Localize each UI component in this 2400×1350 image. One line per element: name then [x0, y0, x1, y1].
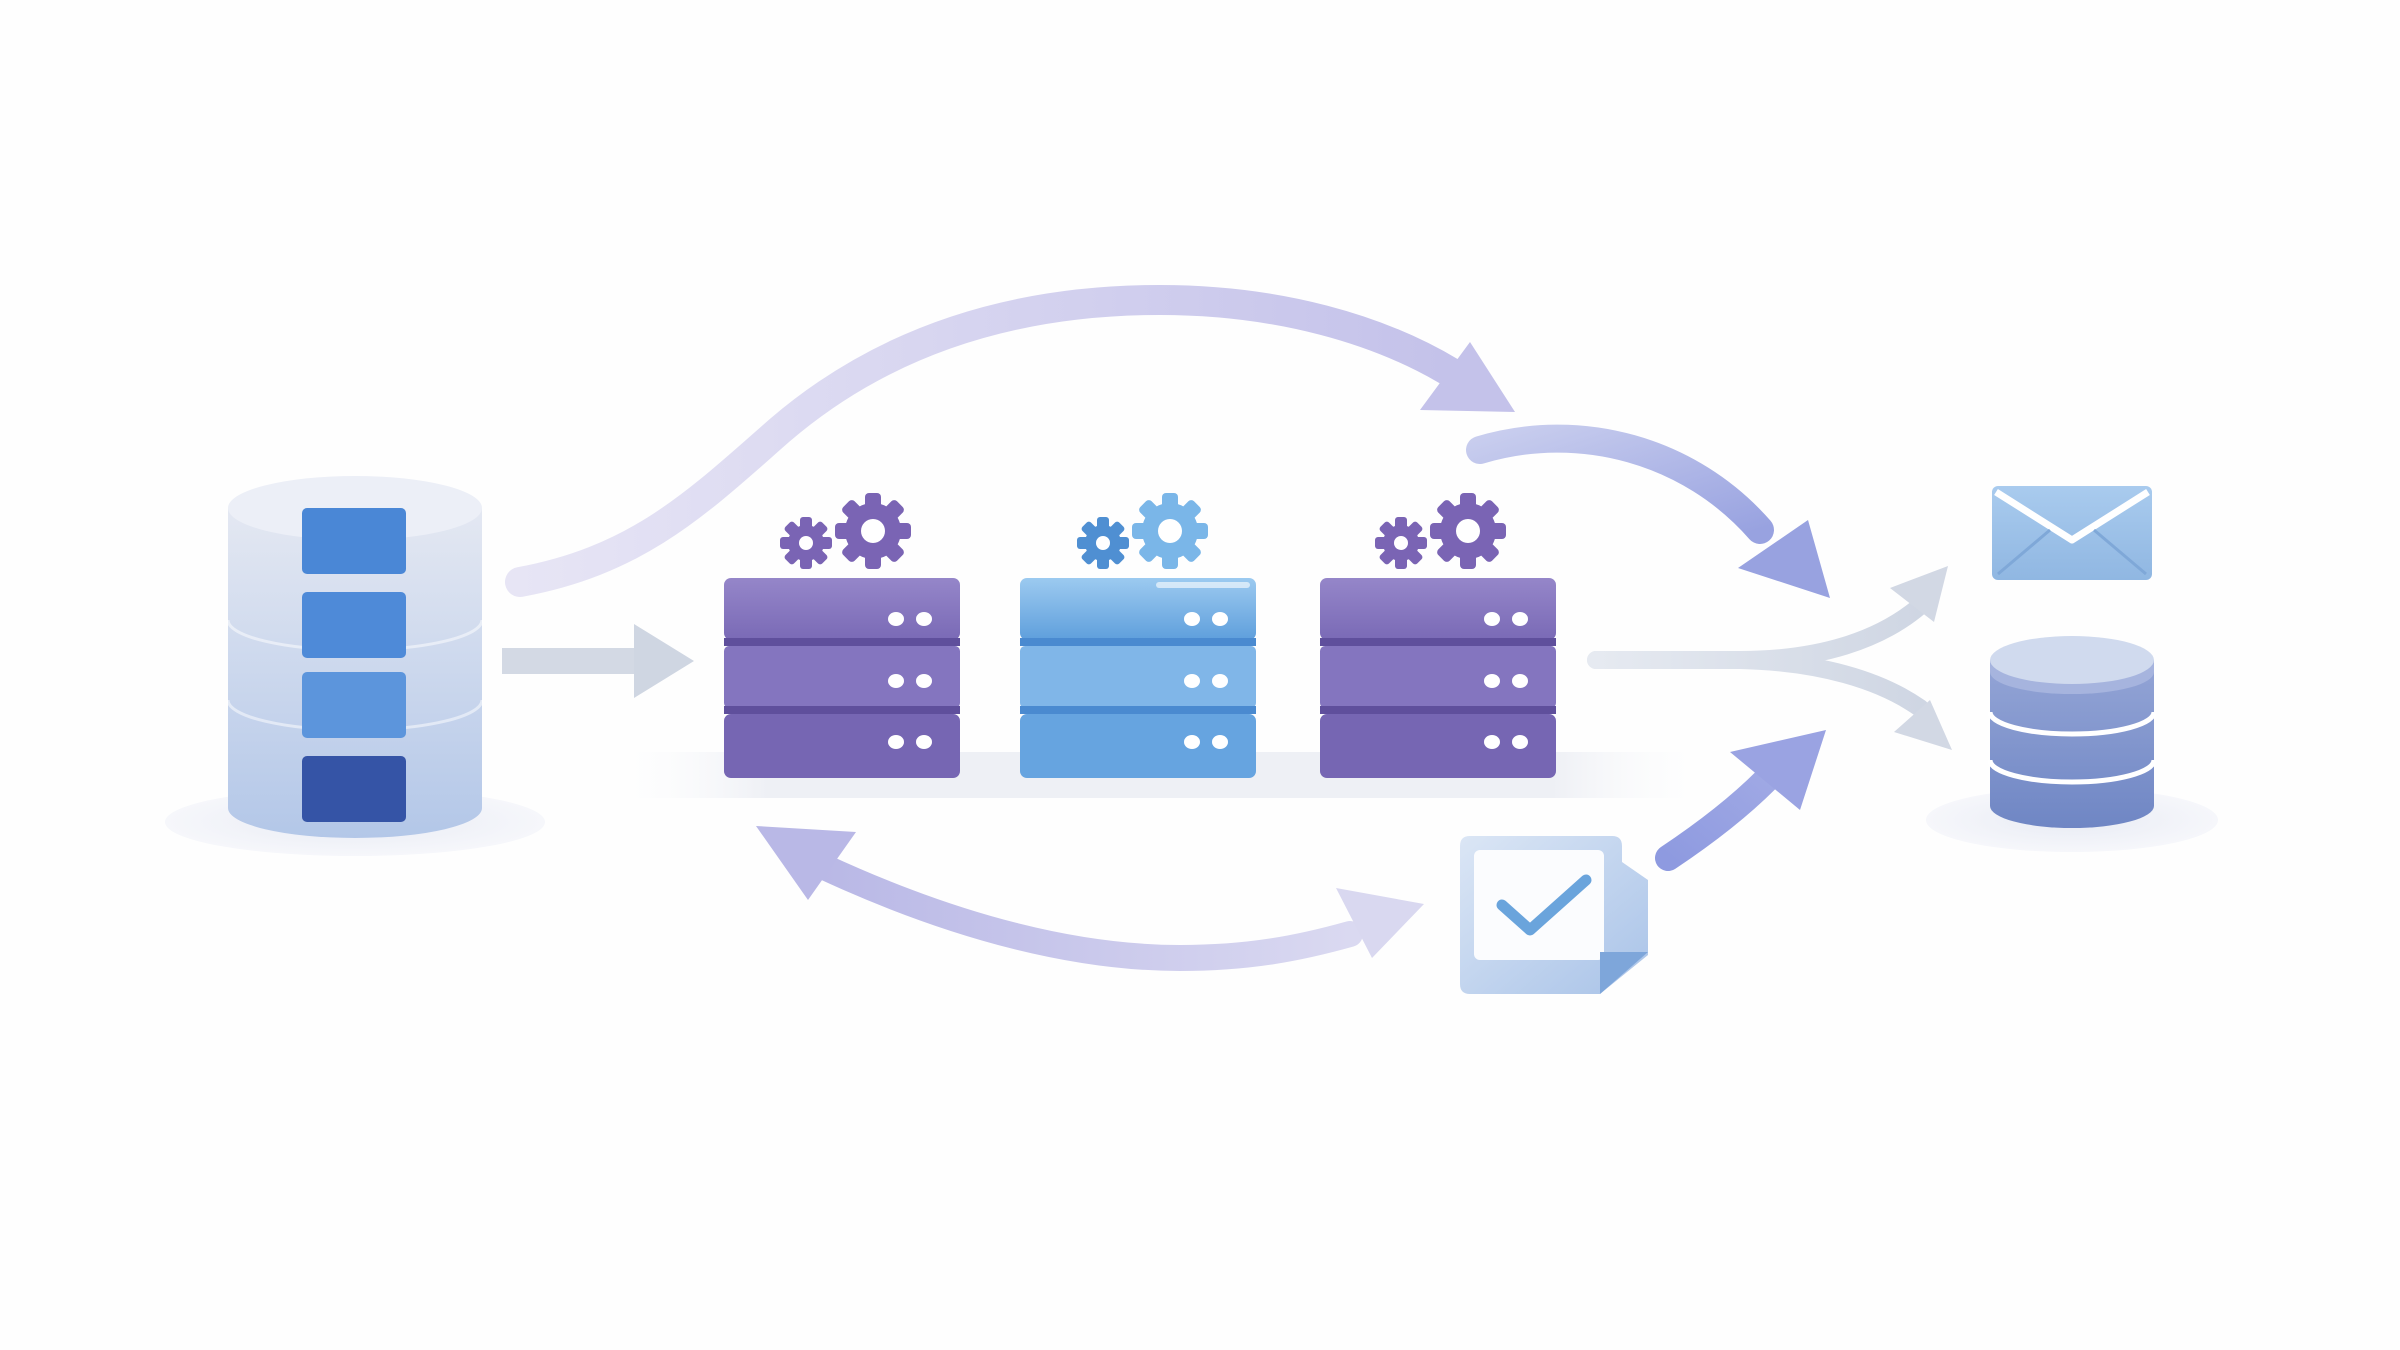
- arrowhead-icon: [1420, 342, 1515, 412]
- gears-icon: [1077, 493, 1208, 569]
- arrowhead-icon: [756, 826, 856, 900]
- checkmark-icon: [1496, 874, 1592, 936]
- status-lights: [1484, 612, 1528, 749]
- checkmark-document-icon: [1460, 836, 1648, 994]
- processing-server-2: [1020, 493, 1256, 778]
- server-rack-unit: [724, 578, 960, 640]
- processing-server-3: [1320, 493, 1556, 778]
- arrow-document-server1-bidirectional: [756, 826, 1424, 972]
- arrowhead-icon: [1336, 888, 1424, 958]
- envelope-icon: [1992, 486, 2152, 580]
- record-block: [302, 672, 406, 738]
- arrow-source-to-server1: [502, 624, 694, 698]
- record-block: [302, 592, 406, 658]
- record-block: [302, 508, 406, 574]
- database-cylinder-icon: [1926, 636, 2218, 852]
- server-rack-unit: [1320, 578, 1556, 640]
- arrowhead-icon: [1890, 566, 1948, 622]
- server-rack-unit: [1020, 646, 1256, 708]
- status-lights: [888, 612, 932, 749]
- record-block: [302, 756, 406, 822]
- source-database: [165, 476, 545, 856]
- arrowhead-icon: [1894, 700, 1952, 750]
- server-rack-unit: [1020, 578, 1256, 640]
- status-lights: [1184, 612, 1228, 749]
- arrow-split-to-destinations: [1587, 566, 1952, 750]
- processing-server-1: [724, 493, 960, 778]
- arrow-document-to-destinations: [1655, 730, 1826, 871]
- arrowhead-icon: [634, 624, 694, 698]
- arrowhead-icon: [1738, 520, 1830, 598]
- gears-icon: [780, 493, 911, 569]
- arrow-to-email-arc: [1466, 424, 1830, 598]
- server-rack-unit: [1020, 714, 1256, 778]
- server-rack-unit: [724, 646, 960, 708]
- server-rack-unit: [1320, 714, 1556, 778]
- arrow-source-to-server3: [505, 284, 1515, 597]
- arrowhead-icon: [1730, 730, 1826, 810]
- server-rack-unit: [724, 714, 960, 778]
- gears-icon: [1375, 493, 1506, 569]
- server-rack-unit: [1320, 646, 1556, 708]
